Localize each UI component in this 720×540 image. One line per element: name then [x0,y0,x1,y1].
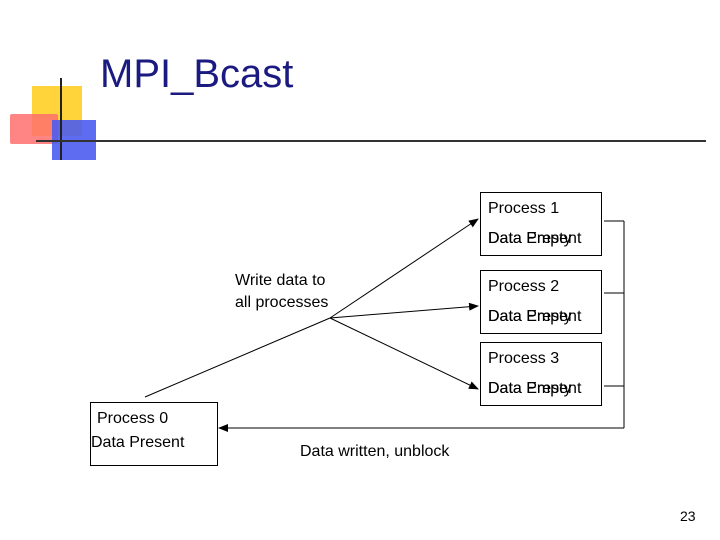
line-root-to-fork [144,317,331,398]
process-1-state-present: Data Present [488,230,582,247]
arrow-to-process-1 [329,218,479,319]
data-written-label: Data written, unblock [300,443,450,460]
process-2-state-present: Data Present [488,308,582,325]
title-underline [36,140,706,142]
process-0-label: Process 0 [97,410,169,427]
decor-red-square [10,114,58,144]
process-0-box: Process 0 Data Present [90,402,218,466]
arrow-to-process-3 [329,317,479,390]
write-data-label-line-1: Write data to [235,272,326,289]
write-data-label: Write data to all processes [235,270,328,314]
process-1-label: Process 1 [488,200,560,217]
process-2-box: Process 2 Data Empty Data Present [480,270,602,334]
decor-vertical-rule [60,78,62,160]
process-3-box: Process 3 Data Empty Data Present [480,342,602,406]
process-3-state-present: Data Present [488,380,582,397]
arrow-to-process-2 [329,302,479,319]
process-2-label: Process 2 [488,278,560,295]
process-1-box: Process 1 Data Empty Data Present [480,192,602,256]
process-3-label: Process 3 [488,350,560,367]
process-3-state-empty: Data Empty [488,380,572,397]
write-data-label-line-2: all processes [235,294,329,311]
process-2-state-empty: Data Empty [488,308,572,325]
process-0-state: Data Present [91,434,185,451]
page-number: 23 [680,508,696,524]
slide-title: MPI_Bcast [100,52,294,96]
process-1-state-empty: Data Empty [488,230,572,247]
